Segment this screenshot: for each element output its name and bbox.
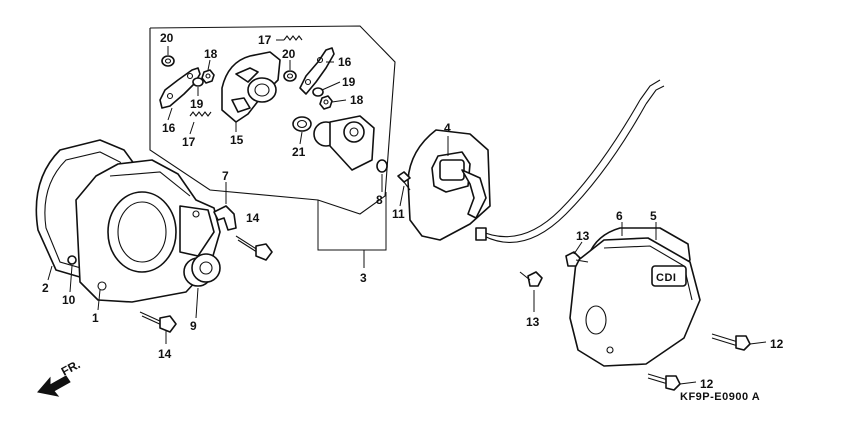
advancer-body: [313, 115, 375, 171]
callout-5: 5: [650, 209, 657, 223]
callout-13b: 13: [526, 315, 540, 329]
callout-8: 8: [376, 193, 383, 207]
callout-9: 9: [190, 319, 197, 333]
washer-20a: [161, 55, 175, 67]
nut-18b: [319, 95, 333, 110]
callout-16a: 16: [162, 121, 176, 135]
screw-12b: [647, 373, 681, 391]
nut-18a: [201, 69, 215, 84]
callout-12a: 12: [770, 337, 784, 351]
oil-seal-21: [292, 116, 312, 132]
wire-harness: [475, 79, 665, 243]
governor-weight-16b: [299, 47, 335, 95]
callout-16b: 16: [338, 55, 352, 69]
callout-17b: 17: [258, 33, 272, 47]
callout-7: 7: [222, 169, 229, 183]
screw-12a: [711, 333, 751, 351]
callout-13a: 13: [576, 229, 590, 243]
callout-4: 4: [444, 121, 451, 135]
callout-21: 21: [292, 145, 306, 159]
washer-8: [376, 159, 388, 173]
callout-2: 2: [42, 281, 49, 295]
pulser-plate-4: [407, 129, 491, 241]
spring-17b: [283, 35, 303, 41]
screw-11: [397, 171, 411, 191]
washer-19b: [312, 87, 324, 97]
callout-14a: 14: [246, 211, 260, 225]
callout-15: 15: [230, 133, 244, 147]
callout-20a: 20: [160, 31, 174, 45]
governor-weight-16a: [159, 67, 201, 109]
cdi-cover-5: [569, 237, 701, 367]
leader-lines: [47, 39, 767, 385]
callout-3: 3: [360, 271, 367, 285]
washer-19a: [192, 77, 204, 87]
callout-17a: 17: [182, 135, 196, 149]
callout-10: 10: [62, 293, 76, 307]
callout-18a: 18: [204, 47, 218, 61]
stator-housing-1: [75, 159, 221, 303]
washer-20b: [283, 70, 297, 82]
callout-11: 11: [392, 207, 405, 221]
pin-10: [67, 255, 77, 265]
callout-14b: 14: [158, 347, 172, 361]
direction-label: FR.: [59, 357, 83, 378]
callout-19a: 19: [190, 97, 204, 111]
bolt-14a: [235, 235, 273, 261]
callout-6: 6: [616, 209, 623, 223]
clip-7: [213, 205, 237, 231]
governor-plate-15: [221, 51, 281, 123]
callout-12b: 12: [700, 377, 714, 391]
subassembly-outline: [149, 25, 396, 215]
bearing-9: [183, 253, 221, 287]
callout-19b: 19: [342, 75, 356, 89]
callout-20b: 20: [282, 47, 296, 61]
bolt-14b: [139, 311, 177, 333]
callout-18b: 18: [350, 93, 364, 107]
cover-logo: CDI: [656, 272, 676, 284]
spring-17a: [189, 111, 212, 117]
screw-13b: [519, 271, 543, 287]
screw-13a: [565, 251, 589, 267]
drawing-code: KF9P-E0900 A: [680, 391, 760, 403]
callout-1: 1: [92, 311, 99, 325]
front-arrow-icon: [37, 375, 71, 397]
